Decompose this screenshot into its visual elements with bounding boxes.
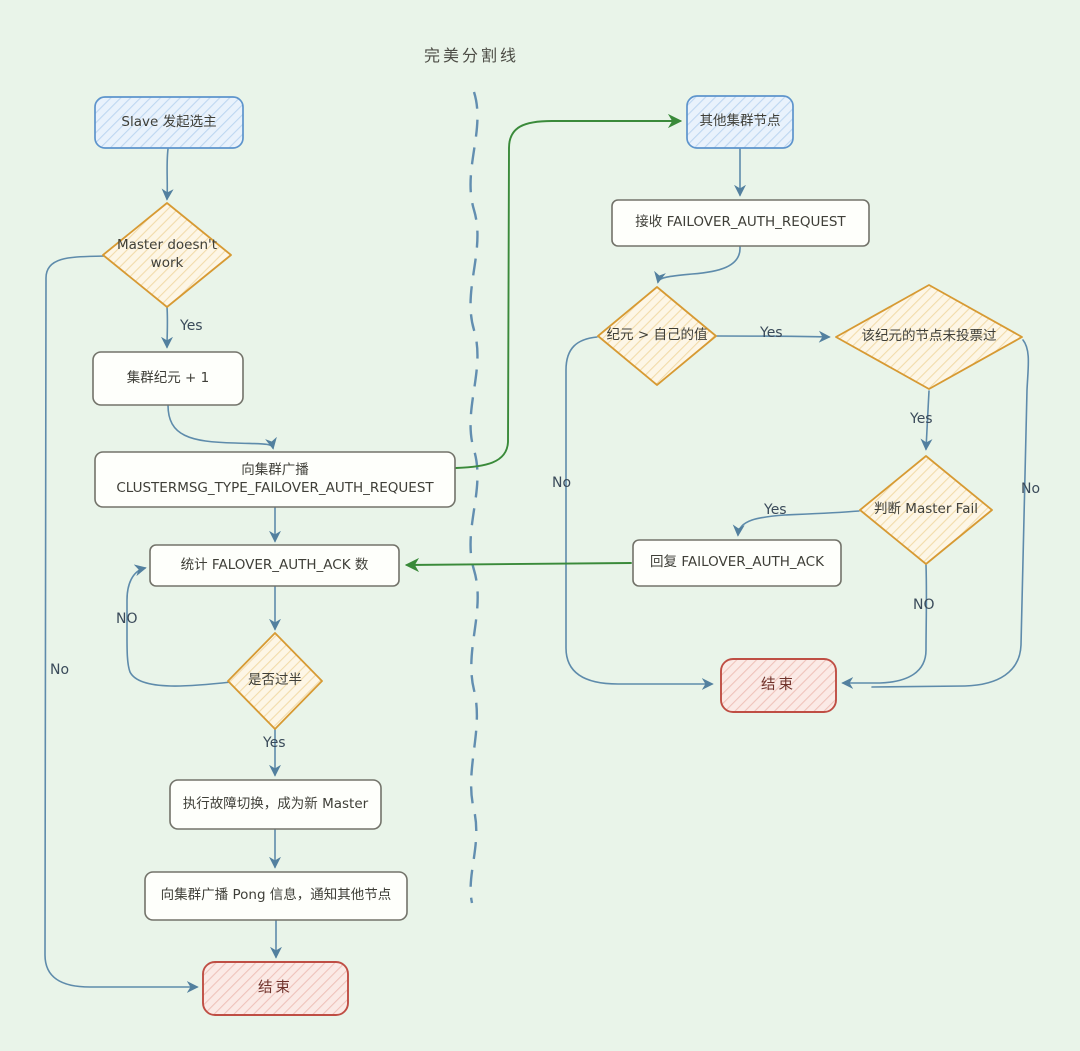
node-cluster-epoch xyxy=(92,351,244,406)
edge-not-voted-yes xyxy=(920,390,933,451)
edge-epoch-greater-no-to-end xyxy=(565,336,714,690)
node-epoch-not-voted xyxy=(835,284,1023,390)
edge-judge-no-to-end xyxy=(841,564,928,689)
node-do-failover xyxy=(169,779,382,830)
node-reply-ack xyxy=(632,539,842,587)
node-majority-check xyxy=(227,632,323,730)
node-broadcast-request xyxy=(94,451,456,508)
node-broadcast-pong xyxy=(144,871,408,921)
edge-judge-yes-to-reply xyxy=(732,510,860,537)
edge-slave-to-master-check xyxy=(161,148,174,201)
node-master-doesnt-work xyxy=(102,202,232,308)
edge-majority-no-loop xyxy=(126,564,232,687)
node-end-left xyxy=(202,961,349,1016)
node-epoch-greater xyxy=(597,286,717,386)
edge-reply-to-count-ack xyxy=(404,557,632,573)
node-count-ack xyxy=(149,544,400,587)
edge-master-check-no xyxy=(44,255,199,993)
edge-epoch-to-broadcast xyxy=(167,404,277,450)
edge-broadcast-to-other-nodes xyxy=(455,113,683,469)
edge-receive-to-epoch-check xyxy=(654,246,741,284)
edge-not-voted-no-to-end xyxy=(871,339,1030,688)
node-judge-master-fail xyxy=(859,455,993,565)
divider-line xyxy=(469,91,479,904)
divider-title: 完美分割线 xyxy=(424,46,520,65)
node-receive-request xyxy=(611,199,870,247)
edge-epoch-greater-yes xyxy=(716,330,831,343)
node-other-cluster-nodes xyxy=(686,95,794,149)
node-end-right xyxy=(720,658,837,713)
node-slave-start xyxy=(94,96,244,149)
